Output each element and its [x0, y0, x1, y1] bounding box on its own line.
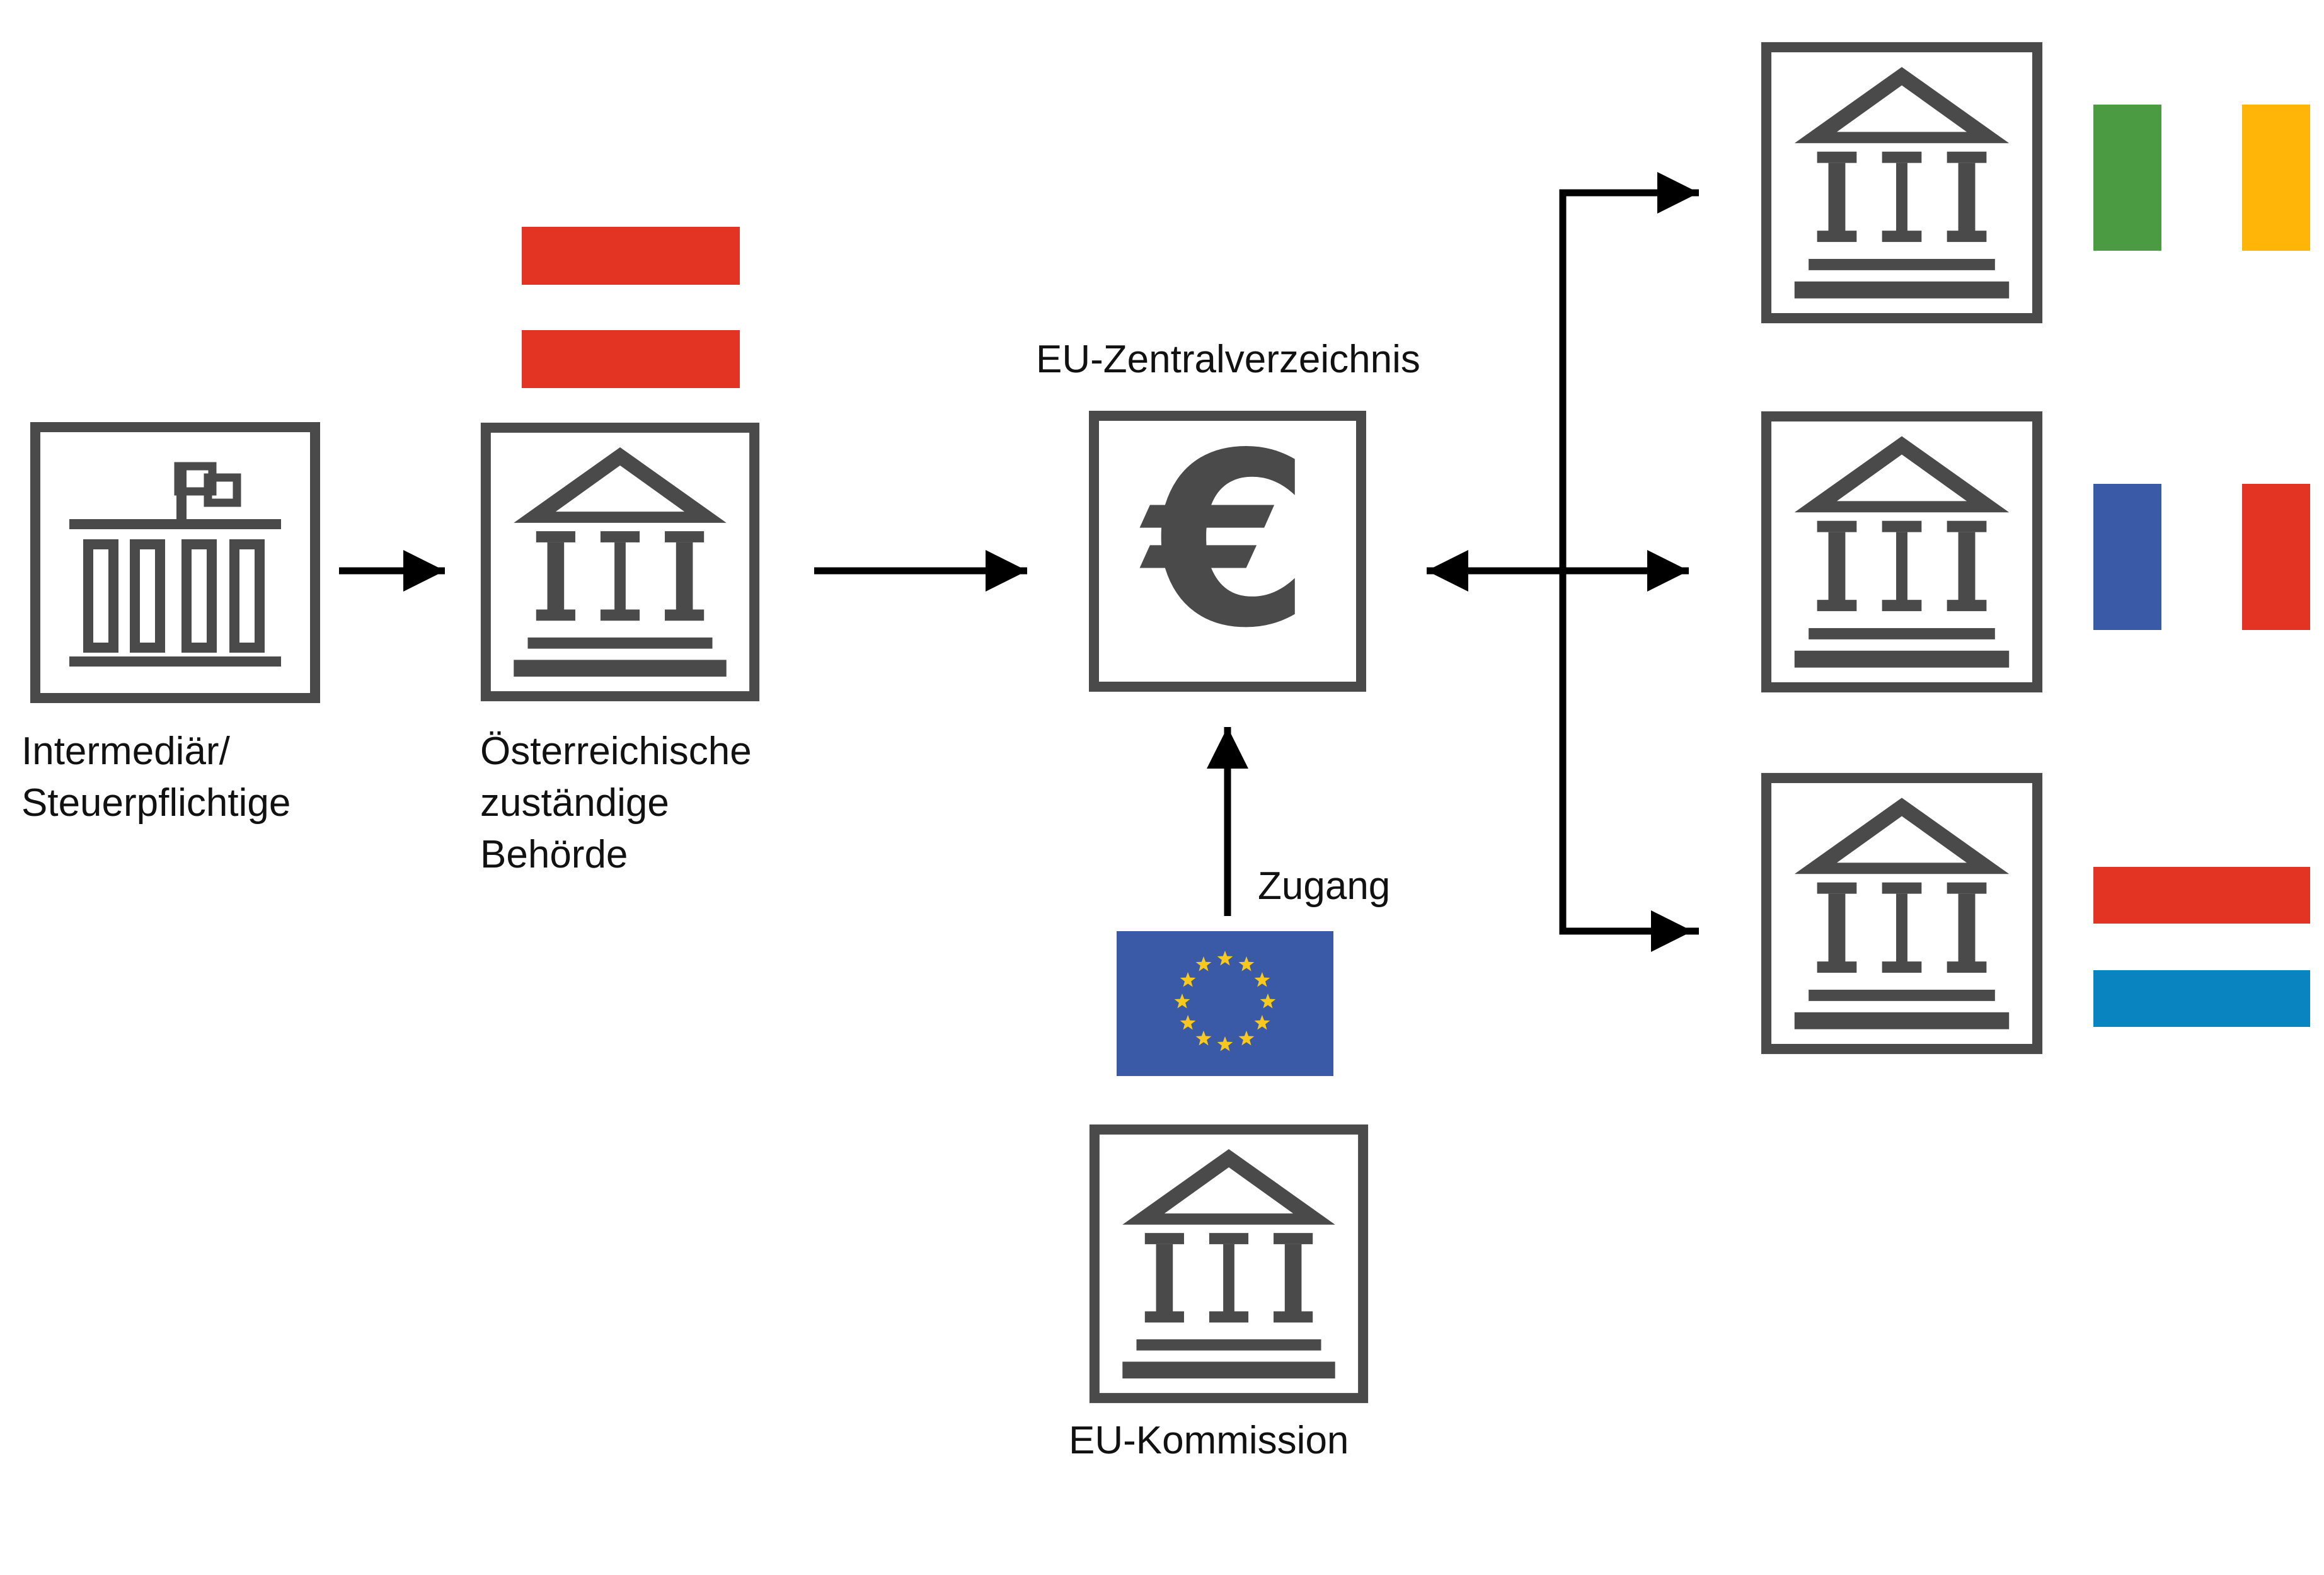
flag-stripe-yellow — [2242, 105, 2310, 251]
austrian-authority-node — [486, 227, 754, 696]
government-building-icon — [1766, 47, 2037, 318]
eu-central-registry-node: € — [1089, 401, 1366, 692]
flag-stripe-red — [2242, 484, 2310, 630]
central-registry-label: EU-Zentralverzeichnis — [1036, 338, 1420, 381]
office-building-icon — [30, 422, 320, 703]
eu-star-icon — [1195, 956, 1212, 971]
austrian-authority-label: Österreichische zuständige Behörde — [480, 726, 752, 881]
euro-symbol: € — [1137, 401, 1311, 680]
flag-stripe-blue — [2093, 970, 2310, 1027]
member-state-authority-1-node — [1766, 47, 2310, 318]
austrian-authority-label-line-1: Österreichische — [480, 730, 752, 773]
austrian-authority-label-line-2: zuständige — [480, 781, 669, 825]
eu-star-icon — [1180, 972, 1196, 987]
government-building-icon — [486, 428, 754, 696]
intermediary-label-line-2: Steuerpflichtige — [21, 781, 291, 825]
member-state-authority-2-node — [1766, 416, 2310, 687]
eu-star-icon — [1195, 1030, 1212, 1046]
eu-commission-node — [1095, 931, 1363, 1398]
government-building-icon — [1095, 1130, 1363, 1398]
eu-star-icon — [1238, 956, 1255, 971]
commission-label: EU-Kommission — [1069, 1419, 1349, 1462]
intermediary-label: Intermediär/ Steuerpflichtige — [21, 726, 290, 829]
austria-flag — [522, 227, 740, 388]
member-state-authority-3-node — [1766, 778, 2310, 1049]
member-state-flag-1 — [2093, 105, 2310, 251]
government-building-icon — [1766, 416, 2037, 687]
euro-icon: € — [1089, 401, 1366, 692]
eu-star-icon — [1238, 1030, 1255, 1046]
eu-flag — [1117, 931, 1333, 1076]
eu-star-icon — [1254, 1015, 1270, 1030]
austria-flag-stripe-top — [522, 227, 740, 285]
eu-star-icon — [1180, 1015, 1196, 1030]
eu-star-icon — [1217, 951, 1233, 966]
flag-stripe-blue — [2093, 484, 2161, 630]
flag-stripe-green — [2093, 105, 2161, 251]
flag-stripe-red — [2093, 867, 2310, 924]
eu-flag-stars — [1174, 951, 1276, 1051]
eu-star-icon — [1217, 1036, 1233, 1051]
government-building-icon — [1766, 778, 2037, 1049]
netherlands-flag — [2093, 867, 2310, 1027]
access-label: Zugang — [1258, 864, 1391, 908]
intermediary-node — [30, 422, 320, 703]
intermediary-label-line-1: Intermediär/ — [21, 730, 230, 773]
austrian-authority-label-line-3: Behörde — [480, 833, 628, 876]
eu-star-icon — [1260, 994, 1276, 1009]
austria-flag-stripe-bottom — [522, 330, 740, 388]
branch-connector — [1559, 189, 1699, 935]
france-flag — [2093, 484, 2310, 630]
eu-star-icon — [1174, 994, 1190, 1009]
eu-star-icon — [1254, 972, 1270, 987]
